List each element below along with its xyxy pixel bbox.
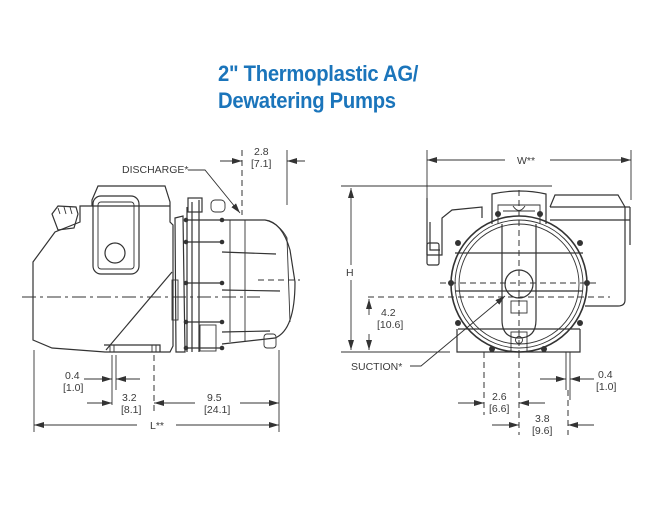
side-view-pump bbox=[22, 185, 300, 353]
front-view-pump bbox=[368, 190, 631, 360]
page-title: 2" Thermoplastic AG/ Dewatering Pumps bbox=[218, 60, 418, 114]
svg-text:0.4: 0.4 bbox=[598, 369, 613, 381]
suction-callout: SUCTION* bbox=[351, 361, 402, 373]
svg-text:[24.1]: [24.1] bbox=[204, 404, 230, 416]
side-view-dimensions: 2.8 [7.1] DISCHARGE* 0.4 [1.0] 3.2 [8.1]… bbox=[33, 146, 305, 432]
svg-text:2.6: 2.6 bbox=[492, 391, 507, 403]
svg-text:H: H bbox=[346, 267, 354, 279]
discharge-callout: DISCHARGE* bbox=[122, 164, 189, 176]
svg-text:[9.6]: [9.6] bbox=[532, 425, 553, 437]
svg-text:[1.0]: [1.0] bbox=[596, 381, 617, 393]
svg-text:3.2: 3.2 bbox=[122, 392, 137, 404]
svg-text:0.4: 0.4 bbox=[65, 370, 80, 382]
svg-text:[10.6]: [10.6] bbox=[377, 319, 403, 331]
svg-text:W**: W** bbox=[517, 155, 535, 167]
front-view-dimensions: W** H 4.2 [10.6] SUCTION* 2.6 [6.6] 3.8 … bbox=[341, 150, 632, 437]
title-line-1: 2" Thermoplastic AG/ bbox=[218, 61, 419, 86]
svg-text:9.5: 9.5 bbox=[207, 392, 222, 404]
title-line-2: Dewatering Pumps bbox=[218, 88, 396, 113]
svg-text:L**: L** bbox=[150, 420, 164, 432]
svg-text:2.8: 2.8 bbox=[254, 146, 269, 158]
svg-text:3.8: 3.8 bbox=[535, 413, 550, 425]
svg-text:[6.6]: [6.6] bbox=[489, 403, 510, 415]
svg-text:4.2: 4.2 bbox=[381, 307, 396, 319]
svg-text:[7.1]: [7.1] bbox=[251, 158, 272, 170]
svg-text:[1.0]: [1.0] bbox=[63, 382, 84, 394]
svg-text:[8.1]: [8.1] bbox=[121, 404, 142, 416]
